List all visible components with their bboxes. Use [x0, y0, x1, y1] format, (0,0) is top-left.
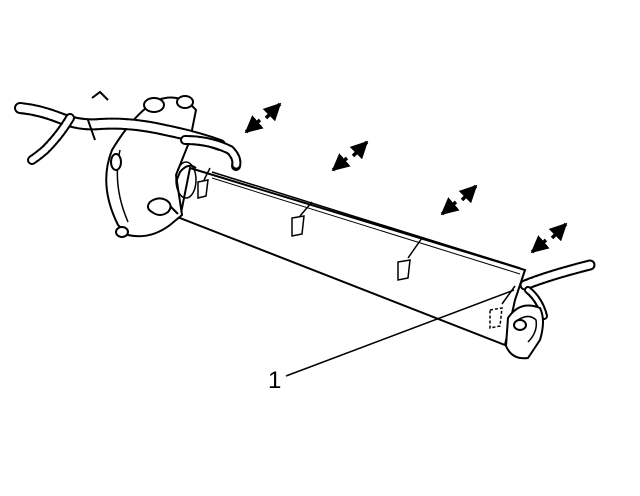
axle-tube-icon	[173, 164, 527, 347]
leader-line	[285, 289, 515, 377]
wheel-hub-icon	[504, 304, 544, 360]
double-arrow-icon	[244, 102, 282, 134]
brake-booster-icon	[105, 95, 198, 238]
retaining-clip-icon	[397, 237, 423, 281]
retaining-clip-icon	[197, 167, 211, 199]
retaining-clip-icon	[291, 201, 313, 237]
double-arrow-icon	[530, 222, 568, 254]
double-arrow-icon	[440, 184, 478, 216]
wire-harness-icon	[14, 90, 596, 320]
callout-1: 1	[268, 289, 515, 394]
callout-label: 1	[268, 367, 281, 394]
retaining-clip-icon	[489, 285, 516, 329]
double-arrow-icon	[331, 140, 369, 172]
